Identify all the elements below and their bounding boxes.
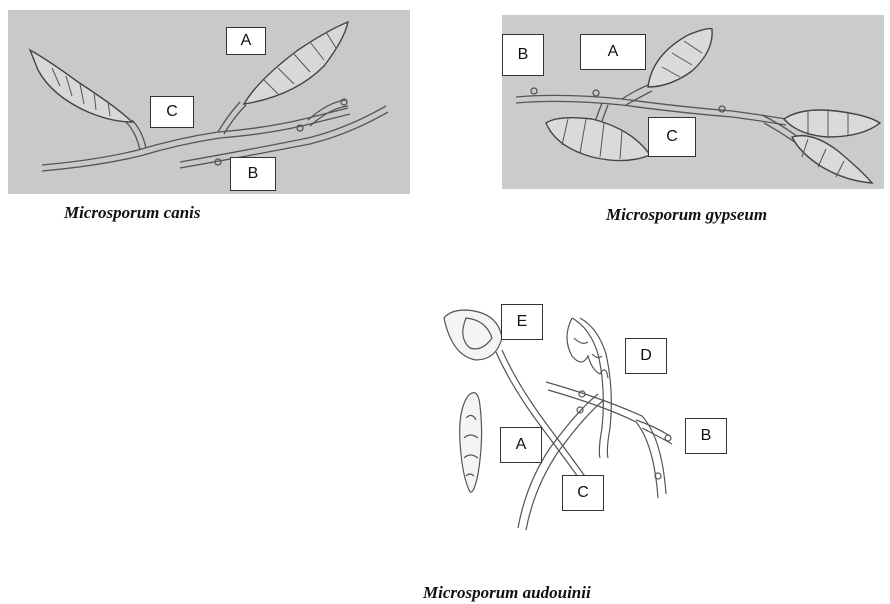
gypseum-label-a: A xyxy=(580,34,646,70)
gypseum-label-c: C xyxy=(648,117,696,157)
audouinii-caption: Microsporum audouinii xyxy=(423,583,591,603)
canis-caption: Microsporum canis xyxy=(64,203,201,223)
gypseum-drawing xyxy=(502,15,884,189)
canis-label-b: B xyxy=(230,157,276,191)
canis-drawing xyxy=(8,10,410,194)
canis-label-a: A xyxy=(226,27,266,55)
canis-label-c: C xyxy=(150,96,194,128)
gypseum-label-b: B xyxy=(502,34,544,76)
audouinii-label-c: C xyxy=(562,475,604,511)
gypseum-illustration xyxy=(502,15,884,189)
audouinii-label-a: A xyxy=(500,427,542,463)
canis-illustration xyxy=(8,10,410,194)
audouinii-label-d: D xyxy=(625,338,667,374)
audouinii-label-b: B xyxy=(685,418,727,454)
gypseum-caption: Microsporum gypseum xyxy=(606,205,767,225)
audouinii-label-e: E xyxy=(501,304,543,340)
